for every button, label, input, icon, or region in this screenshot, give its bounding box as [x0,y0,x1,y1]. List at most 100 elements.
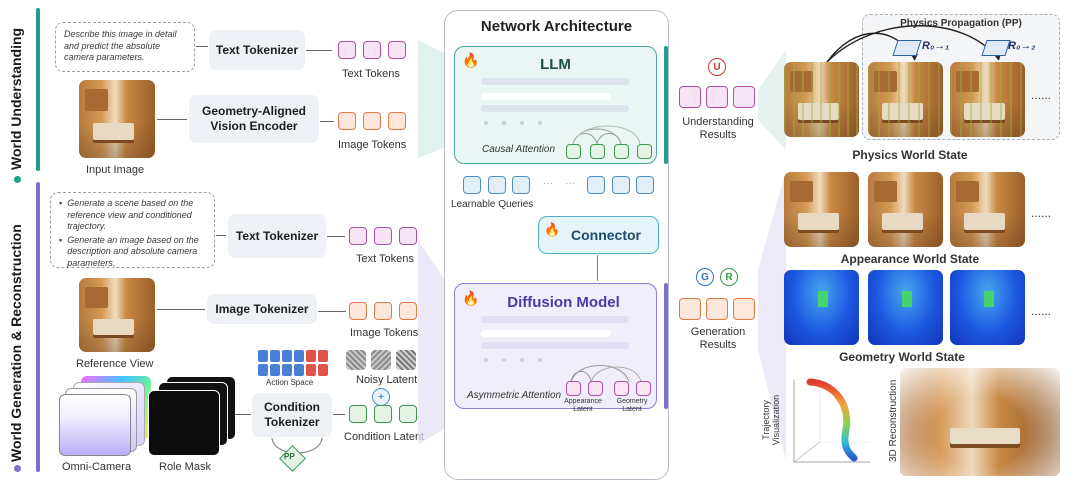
ellipsis: ...... [1031,88,1052,102]
appearance-latent-label: Appearance Latent [564,398,602,414]
understanding-output-bar [664,46,668,164]
query-dots: ··· [565,178,575,189]
noisy-latent-token [371,350,391,370]
text-tokenizer-generation: Text Tokenizer [228,214,326,258]
reference-view-label: Reference View [76,358,154,370]
physics-overlay [784,62,859,137]
fire-icon: 🔥 [544,222,561,237]
understanding-result-token [679,86,701,108]
appearance-frame [868,172,943,247]
image-token [363,112,381,130]
learnable-query-token [488,176,506,194]
condition-token [349,405,367,423]
noisy-latent-label: Noisy Latent [356,374,418,386]
geometry-aligned-vision-encoder: Geometry-Aligned Vision Encoder [189,95,319,143]
understanding-badge: U [708,58,726,76]
trajectory-plot [793,375,870,463]
learnable-queries-label: Learnable Queries [451,199,534,210]
llm-dot [484,121,488,125]
geometry-frame [950,270,1025,345]
arrow [320,121,334,123]
diffusion-dot [538,358,542,362]
reconstruction-label: 3D Reconstruction [888,379,899,462]
text-token [388,41,406,59]
connector-block [538,216,659,254]
llm-line [481,105,629,112]
condition-latent-label: Condition Latent [344,431,425,443]
results-funnel-bottom [758,170,786,460]
noisy-latent-token [396,350,416,370]
appearance-frame [950,172,1025,247]
llm-line [481,93,611,100]
understanding-prompt: Describe this image in detail and predic… [55,22,195,72]
reference-view-image [79,278,155,352]
text-token [363,41,381,59]
world-generation-label: World Generation & Reconstruction [8,224,24,462]
understanding-result-token [706,86,728,108]
trajectory-visualization-label: Trajectory Visualization [761,394,781,446]
image-tokens-label-gen: Image Tokens [350,327,419,339]
diffusion-title: Diffusion Model [507,294,620,311]
geometry-frame [868,270,943,345]
text-tokens-label-gen: Text Tokens [356,253,414,265]
causal-token [566,144,581,159]
condition-tokenizer: Condition Tokenizer [252,393,332,437]
connector-title: Connector [571,227,641,243]
generation-prompt-2: Generate an image based on the descripti… [67,234,199,268]
appearance-latent-token [566,381,581,396]
geometry-latent-token [614,381,629,396]
action-space-grid [258,350,328,376]
arrow [157,119,187,121]
condition-token [399,405,417,423]
llm-title: LLM [540,56,571,73]
ellipsis: ...... [1031,304,1052,318]
reconstruction-image [900,368,1060,476]
geometry-frame [784,270,859,345]
appearance-world-state-label: Appearance World State [840,252,980,266]
causal-attention-label: Causal Attention [482,144,556,155]
physics-frame [784,62,859,137]
arrow [306,50,332,52]
generation-prompt-1: Generate a scene based on the reference … [67,198,194,232]
arrow [597,255,599,281]
geometry-world-state-label: Geometry World State [839,350,965,364]
query-dots: ··· [543,178,553,189]
causal-token [637,144,652,159]
results-funnel-top [758,50,786,150]
generation-badge-r: R [720,268,738,286]
diffusion-line [481,316,629,323]
understanding-dot-icon [14,176,21,183]
generation-dot-icon [14,465,21,472]
text-tokenizer-understanding: Text Tokenizer [209,30,305,70]
causal-token [614,144,629,159]
plus-icon: + [372,388,390,406]
diffusion-line [481,330,611,337]
role-mask-label: Role Mask [159,461,211,473]
arrow [327,236,345,238]
asymmetric-attention-arcs [570,365,642,383]
action-space-label: Action Space [266,378,314,387]
generation-result-token [733,298,755,320]
arrow [333,414,345,416]
arrow [235,414,251,416]
geometry-latent-token [636,381,651,396]
input-image [79,80,155,158]
fire-icon: 🔥 [462,290,480,306]
diffusion-dot [520,358,524,362]
image-token [338,112,356,130]
generation-prompt: ▪Generate a scene based on the reference… [50,192,215,268]
text-token [338,41,356,59]
learnable-query-token [636,176,654,194]
image-token [374,302,392,320]
image-token [349,302,367,320]
world-understanding-label: World Understanding [8,27,24,170]
arrow [216,235,226,237]
noisy-latent-token [346,350,366,370]
r02-label: R₀→₂ [1008,40,1036,52]
diffusion-line [481,342,629,349]
physics-propagation-title: Physics Propagation (PP) [900,18,1022,29]
asymmetric-attention-label: Asymmetric Attention [467,390,562,401]
generation-results-label: Generation Results [690,326,746,352]
arrow [318,311,346,313]
